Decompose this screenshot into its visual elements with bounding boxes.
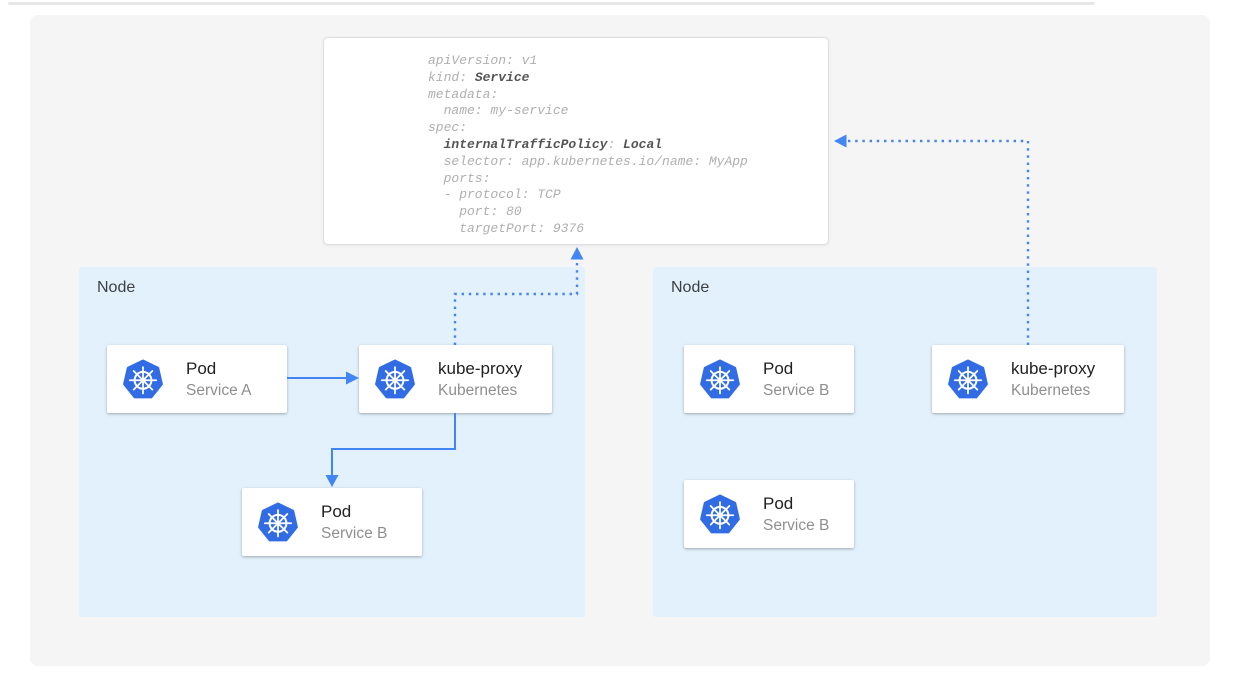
yaml-code-bold-text: Service [474, 69, 530, 85]
kubernetes-icon [375, 359, 415, 400]
node-label: Node [97, 279, 136, 296]
kubernetes-icon [948, 359, 988, 400]
node-label: Node [671, 279, 710, 296]
node-box-right: Node [653, 267, 1157, 617]
yaml-code-text: metadata: [428, 86, 499, 102]
yaml-code-line: spec: [428, 120, 828, 137]
card-subtitle: Kubernetes [438, 381, 518, 399]
kubernetes-icon [700, 359, 740, 400]
card-subtitle: Kubernetes [1011, 381, 1091, 399]
yaml-code-text: port: 80 [428, 204, 522, 220]
yaml-code-text: selector: app.kubernetes.io/name: MyApp [428, 153, 748, 169]
card-text: Pod Service B [321, 502, 387, 543]
pod-service-a-card: Pod Service A [107, 345, 287, 413]
kubernetes-icon [700, 494, 740, 535]
yaml-code-text: - protocol: TCP [428, 187, 561, 203]
yaml-code-text: targetPort: 9376 [428, 220, 585, 236]
yaml-code-line: targetPort: 9376 [428, 221, 828, 238]
card-text: Pod Service A [186, 359, 251, 400]
yaml-code-text: apiVersion: v1 [428, 53, 538, 68]
yaml-code-line: internalTrafficPolicy: Local [428, 137, 828, 154]
card-title: Pod [321, 501, 352, 521]
card-text: kube-proxy Kubernetes [438, 359, 522, 400]
yaml-code-bold-text: Local [623, 136, 663, 152]
yaml-code-line: - protocol: TCP [428, 187, 828, 204]
kubernetes-icon [123, 359, 163, 400]
kubernetes-icon [258, 502, 298, 543]
yaml-code-line: selector: app.kubernetes.io/name: MyApp [428, 154, 828, 171]
card-text: kube-proxy Kubernetes [1011, 359, 1095, 400]
pod-service-b-card-left: Pod Service B [242, 488, 422, 556]
card-title: kube-proxy [438, 358, 523, 378]
card-title: kube-proxy [1011, 358, 1096, 378]
card-subtitle: Service B [321, 524, 388, 542]
yaml-code-bold-text: internalTrafficPolicy [443, 136, 608, 152]
yaml-code-text: name: my-service [428, 103, 569, 119]
yaml-code-line: kind: Service [428, 70, 828, 87]
yaml-code-text: ports: [428, 170, 491, 186]
pod-service-b-card-right-top: Pod Service B [684, 345, 854, 413]
kube-proxy-card-left: kube-proxy Kubernetes [359, 345, 552, 413]
yaml-code-text: spec: [428, 120, 468, 136]
yaml-code-line: ports: [428, 171, 828, 188]
card-text: Pod Service B [763, 359, 829, 400]
card-title: Pod [763, 358, 794, 378]
card-subtitle: Service A [186, 381, 252, 399]
yaml-code-line: name: my-service [428, 103, 828, 120]
card-title: Pod [763, 493, 794, 513]
node-box-left: Node [79, 267, 585, 617]
kube-proxy-card-right: kube-proxy Kubernetes [932, 345, 1124, 413]
top-divider [8, 2, 1095, 5]
pod-service-b-card-right-bottom: Pod Service B [684, 480, 854, 548]
card-title: Pod [186, 358, 217, 378]
yaml-code-text [428, 137, 444, 152]
yaml-code-line: port: 80 [428, 204, 828, 221]
card-text: Pod Service B [763, 494, 829, 535]
yaml-code-line: metadata: [428, 87, 828, 104]
card-subtitle: Service B [763, 516, 830, 534]
yaml-code-line: apiVersion: v1 [428, 53, 828, 70]
yaml-code-text: : [607, 136, 624, 152]
yaml-code-text: kind: [428, 69, 475, 85]
card-subtitle: Service B [763, 381, 830, 399]
